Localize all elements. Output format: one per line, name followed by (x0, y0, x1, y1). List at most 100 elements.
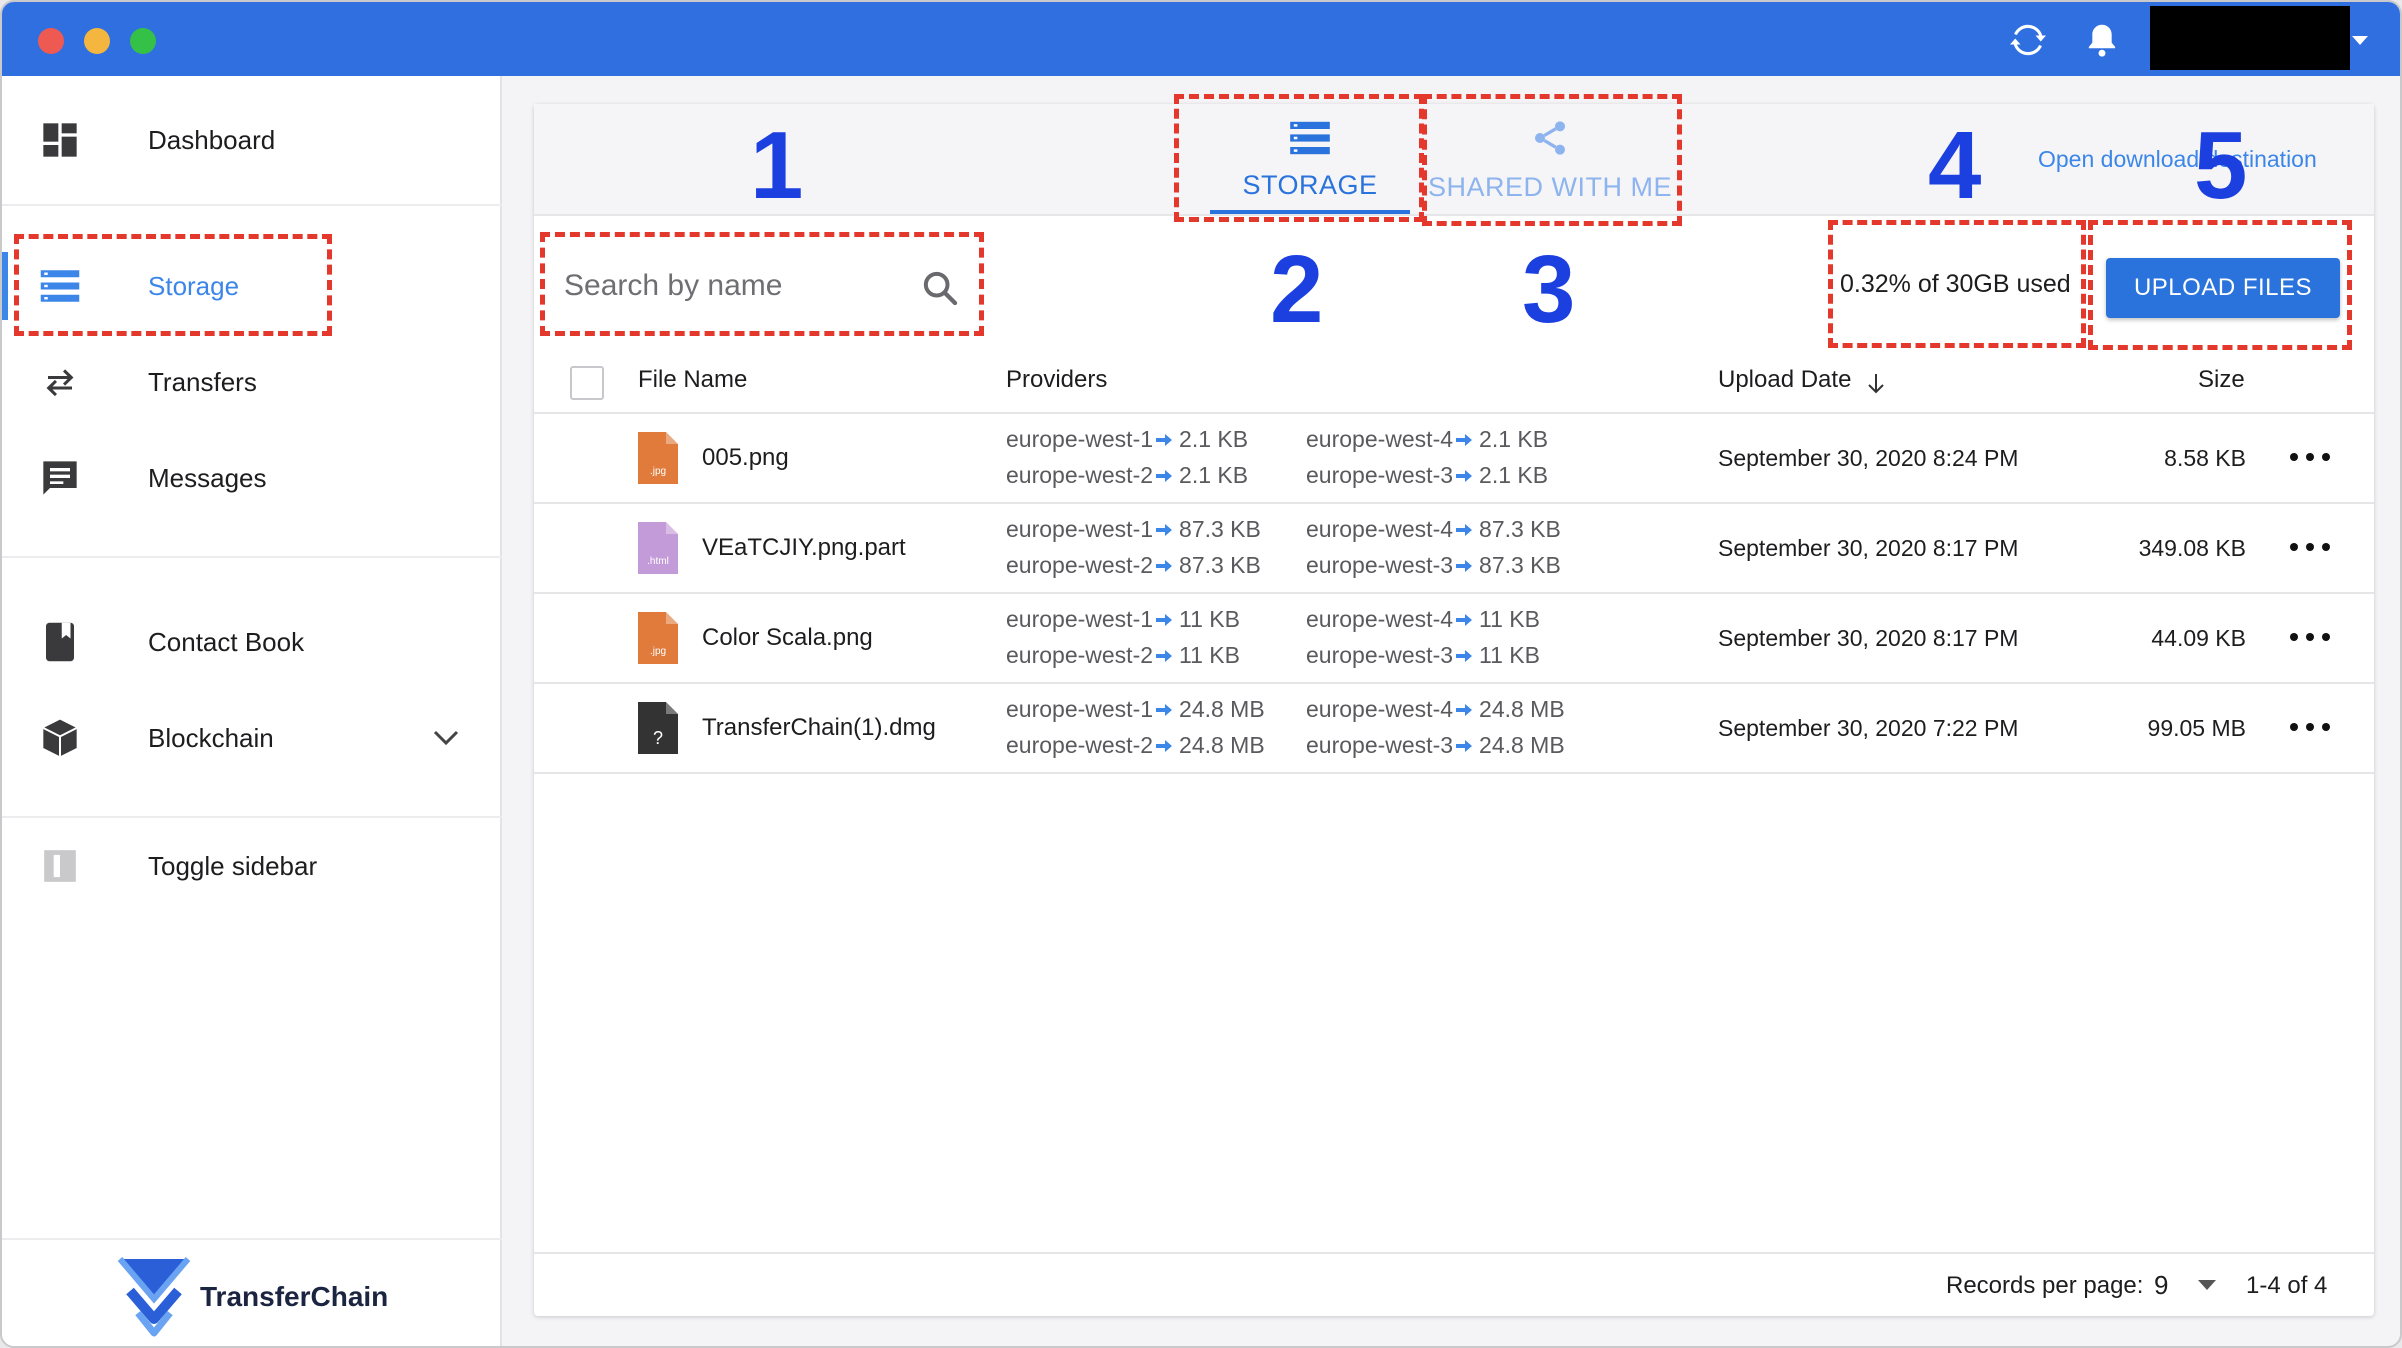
provider-name: europe-west-2 (1006, 552, 1154, 578)
tab-storage[interactable]: STORAGE (1210, 104, 1410, 216)
sidebar-item-messages[interactable]: Messages (2, 438, 502, 518)
sidebar-item-label: Toggle sidebar (148, 850, 318, 881)
column-header-upload-date[interactable]: Upload Date (1718, 366, 1852, 393)
arrow-right-icon (1153, 516, 1179, 543)
provider-name: europe-west-1 (1006, 516, 1154, 542)
provider-name: europe-west-1 (1006, 426, 1154, 452)
sidebar-item-blockchain[interactable]: Blockchain (2, 698, 502, 778)
svg-text:?: ? (653, 728, 663, 748)
arrow-right-icon (1453, 462, 1479, 489)
file-type-icon: .jpg (638, 612, 678, 664)
provider-size: 11 KB (1179, 606, 1240, 632)
records-per-page-label: Records per page: (1946, 1272, 2144, 1299)
svg-text:.html: .html (647, 556, 669, 567)
arrow-right-icon (1453, 516, 1479, 543)
provider-name: europe-west-4 (1306, 606, 1454, 632)
more-options-icon[interactable] (2290, 712, 2330, 742)
blockchain-icon (38, 716, 82, 760)
provider-name: europe-west-4 (1306, 426, 1454, 452)
provider-name: europe-west-2 (1006, 642, 1154, 668)
more-options-icon[interactable] (2290, 622, 2330, 652)
sidebar-item-contact-book[interactable]: Contact Book (2, 602, 502, 682)
sidebar-item-storage[interactable]: Storage (2, 246, 502, 326)
provider-size: 2.1 KB (1179, 462, 1249, 488)
arrow-right-icon (1453, 696, 1479, 723)
provider-name: europe-west-3 (1306, 642, 1454, 668)
arrow-right-icon (1153, 552, 1179, 579)
records-per-page-dropdown-icon[interactable] (2198, 1280, 2216, 1290)
provider-size: 2.1 KB (1179, 426, 1249, 452)
titlebar (2, 2, 2400, 76)
user-menu-redacted[interactable] (2150, 6, 2350, 70)
records-per-page-value[interactable]: 9 (2154, 1270, 2169, 1300)
upload-date: September 30, 2020 7:22 PM (1718, 715, 2019, 741)
arrow-right-icon (1453, 732, 1479, 759)
dashboard-icon (38, 118, 82, 162)
divider (2, 204, 502, 206)
minimize-window-button[interactable] (84, 28, 110, 54)
provider-size: 11 KB (1479, 606, 1540, 632)
messages-icon (38, 456, 82, 500)
sidebar-item-toggle-sidebar[interactable]: Toggle sidebar (2, 826, 502, 906)
tab-shared-with-me[interactable]: SHARED WITH ME (1420, 104, 1680, 216)
open-download-destination-link[interactable]: Open download destination (2038, 146, 2317, 172)
brand-name: TransferChain (200, 1281, 389, 1312)
provider-size: 87.3 KB (1179, 516, 1261, 542)
arrow-right-icon (1153, 732, 1179, 759)
file-size: 8.58 KB (2164, 445, 2246, 471)
file-type-icon: ? (638, 702, 678, 754)
provider-size: 24.8 MB (1179, 732, 1265, 758)
provider-name: europe-west-1 (1006, 606, 1154, 632)
provider-size: 2.1 KB (1479, 426, 1549, 452)
file-name[interactable]: TransferChain(1).dmg (702, 714, 936, 741)
divider (2, 1238, 502, 1240)
arrow-right-icon (1453, 642, 1479, 669)
brand: TransferChain (116, 1252, 388, 1342)
select-all-checkbox[interactable] (570, 366, 604, 400)
more-options-icon[interactable] (2290, 532, 2330, 562)
provider-name: europe-west-3 (1306, 732, 1454, 758)
maximize-window-button[interactable] (130, 28, 156, 54)
annotation-number-3: 3 (1522, 236, 1576, 343)
file-size: 44.09 KB (2151, 625, 2246, 651)
table-footer: Records per page: 9 1-4 of 4 (534, 1252, 2374, 1316)
refresh-icon[interactable] (2008, 20, 2048, 60)
more-options-icon[interactable] (2290, 442, 2330, 472)
arrow-right-icon (1153, 642, 1179, 669)
provider-size: 2.1 KB (1479, 462, 1549, 488)
search-icon[interactable] (920, 268, 960, 308)
chevron-down-icon[interactable] (430, 722, 462, 754)
column-header-providers: Providers (1006, 366, 1108, 393)
arrow-right-icon (1453, 606, 1479, 633)
file-name[interactable]: 005.png (702, 444, 789, 471)
sort-descending-icon[interactable] (1866, 372, 1886, 396)
upload-files-button[interactable]: UPLOAD FILES (2106, 258, 2340, 318)
bell-icon[interactable] (2082, 20, 2122, 60)
user-menu-caret-icon[interactable] (2352, 36, 2368, 45)
provider-size: 11 KB (1479, 642, 1540, 668)
provider-name: europe-west-4 (1306, 696, 1454, 722)
sidebar-item-transfers[interactable]: Transfers (2, 342, 502, 422)
column-header-size[interactable]: Size (2198, 366, 2245, 393)
column-header-file-name[interactable]: File Name (638, 366, 748, 393)
arrow-right-icon (1153, 696, 1179, 723)
close-window-button[interactable] (38, 28, 64, 54)
table-row[interactable]: .html VEaTCJIY.png.part europe-west-1 87.3 … (534, 504, 2374, 594)
provider-size: 24.8 MB (1179, 696, 1265, 722)
provider-entry: europe-west-3 11 KB (1306, 642, 1540, 669)
search-input[interactable] (564, 256, 864, 316)
file-name[interactable]: VEaTCJIY.png.part (702, 534, 906, 561)
arrow-right-icon (1153, 606, 1179, 633)
pagination-range: 1-4 of 4 (2246, 1272, 2328, 1299)
provider-size: 11 KB (1179, 642, 1240, 668)
file-name[interactable]: Color Scala.png (702, 624, 873, 651)
arrow-right-icon (1453, 426, 1479, 453)
sidebar-item-dashboard[interactable]: Dashboard (2, 100, 502, 180)
